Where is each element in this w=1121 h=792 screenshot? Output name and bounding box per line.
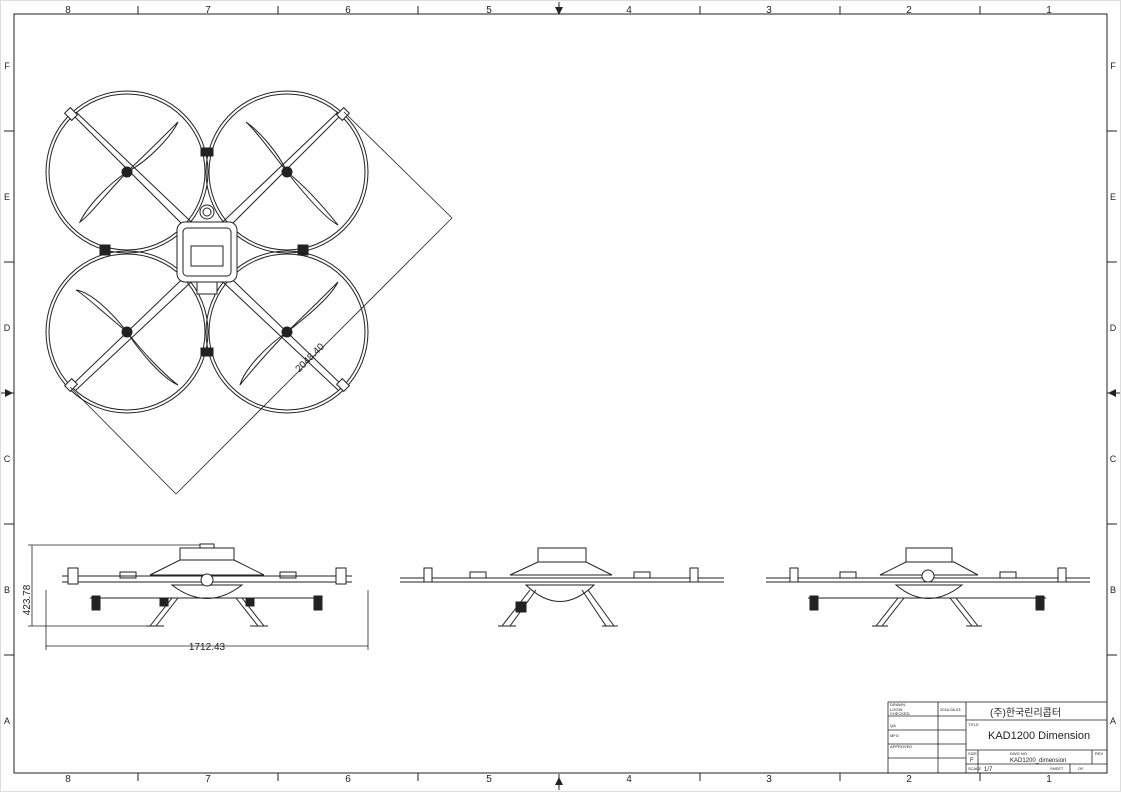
- title-block-text: DRAWN LOGIN CHECKED 2016-08-03 QA MFG AP…: [890, 702, 1104, 773]
- diagonal-dimension: [69, 111, 453, 495]
- diagonal-dimension-label: 2048.40: [294, 341, 328, 375]
- tb-size-label: SIZE: [968, 751, 977, 756]
- zone-labels-top: 8 7 6 5 4 3 2 1: [65, 5, 1052, 16]
- zone-col-top-8: 8: [65, 5, 71, 16]
- tb-dwg-no: KAD1200_dimension: [1010, 758, 1066, 764]
- width-dimension-label: 1712.43: [189, 642, 226, 653]
- zone-col-top-2: 2: [906, 5, 912, 16]
- zone-row-left-E: E: [4, 192, 10, 202]
- tb-date: 2016-08-03: [940, 707, 961, 712]
- zone-col-bottom-6: 6: [345, 774, 351, 785]
- zone-row-left-D: D: [4, 323, 11, 333]
- drone-side-view-left: [62, 543, 352, 627]
- tb-title-label: TITLE: [968, 722, 979, 727]
- zone-row-right-C: C: [1110, 454, 1117, 464]
- zone-row-right-B: B: [1110, 585, 1116, 595]
- zone-col-top-3: 3: [766, 5, 772, 16]
- zone-col-bottom-3: 3: [766, 774, 772, 785]
- zone-labels-bottom: 8 7 6 5 4 3 2 1: [65, 774, 1052, 785]
- zone-row-right-E: E: [1110, 192, 1116, 202]
- zone-row-left-B: B: [4, 585, 10, 595]
- zone-ticks: [4, 6, 1117, 781]
- zone-labels-right: F E D C B A: [1110, 61, 1117, 726]
- zone-row-right-D: D: [1110, 323, 1117, 333]
- tb-scale-label: SCALE: [968, 766, 981, 771]
- zone-row-left-C: C: [4, 454, 11, 464]
- tb-rev-label: REV: [1095, 751, 1104, 756]
- zone-col-bottom-2: 2: [906, 774, 912, 785]
- tb-company: (주)한국린리콥터: [990, 707, 1061, 719]
- tb-scale-value: 1/7: [984, 767, 993, 773]
- zone-col-bottom-7: 7: [205, 774, 211, 785]
- drone-side-view-right: [766, 547, 1090, 627]
- zone-col-bottom-1: 1: [1046, 774, 1052, 785]
- side-dimensions: [28, 544, 369, 650]
- center-body: [176, 204, 238, 295]
- tb-of-label: OF: [1078, 766, 1084, 771]
- tb-sheet-label: SHEET: [1050, 766, 1064, 771]
- zone-row-right-A: A: [1110, 716, 1116, 726]
- zone-col-top-7: 7: [205, 5, 211, 16]
- drone-side-view-middle: [400, 547, 724, 627]
- propeller-guards: [45, 90, 369, 414]
- drawing-frame: [13, 13, 1108, 774]
- zone-col-bottom-8: 8: [65, 774, 71, 785]
- zone-row-right-F: F: [1110, 61, 1116, 71]
- tb-drawn-by: LOGIN: [890, 707, 903, 712]
- zone-col-bottom-5: 5: [486, 774, 492, 785]
- tb-mfg-label: MFG: [890, 733, 899, 738]
- guard-joints: [99, 147, 309, 357]
- zone-row-left-F: F: [4, 61, 10, 71]
- tb-dwg-label: DWG NO: [1010, 751, 1027, 756]
- zone-col-top-4: 4: [626, 5, 632, 16]
- tb-qa-label: QA: [890, 723, 896, 728]
- tb-drawn-label: DRAWN: [890, 702, 905, 707]
- height-dimension-label: 423.78: [22, 584, 33, 615]
- drone-top-view: [45, 90, 369, 414]
- arms: [69, 111, 345, 391]
- zone-col-bottom-4: 4: [626, 774, 632, 785]
- zone-col-top-1: 1: [1046, 5, 1052, 16]
- propellers: [75, 121, 339, 386]
- title-block: [887, 701, 1108, 774]
- tb-title: KAD1200 Dimension: [988, 730, 1090, 742]
- zone-labels-left: F E D C B A: [4, 61, 11, 726]
- zone-col-top-6: 6: [345, 5, 351, 16]
- arm-end-caps: [63, 106, 351, 393]
- motors: [121, 166, 293, 338]
- zone-row-left-A: A: [4, 716, 10, 726]
- zone-col-top-5: 5: [486, 5, 492, 16]
- tb-size-value: F: [970, 758, 974, 764]
- tb-checked-label: CHECKED: [890, 711, 910, 716]
- tb-approved-label: APPROVED: [890, 744, 912, 749]
